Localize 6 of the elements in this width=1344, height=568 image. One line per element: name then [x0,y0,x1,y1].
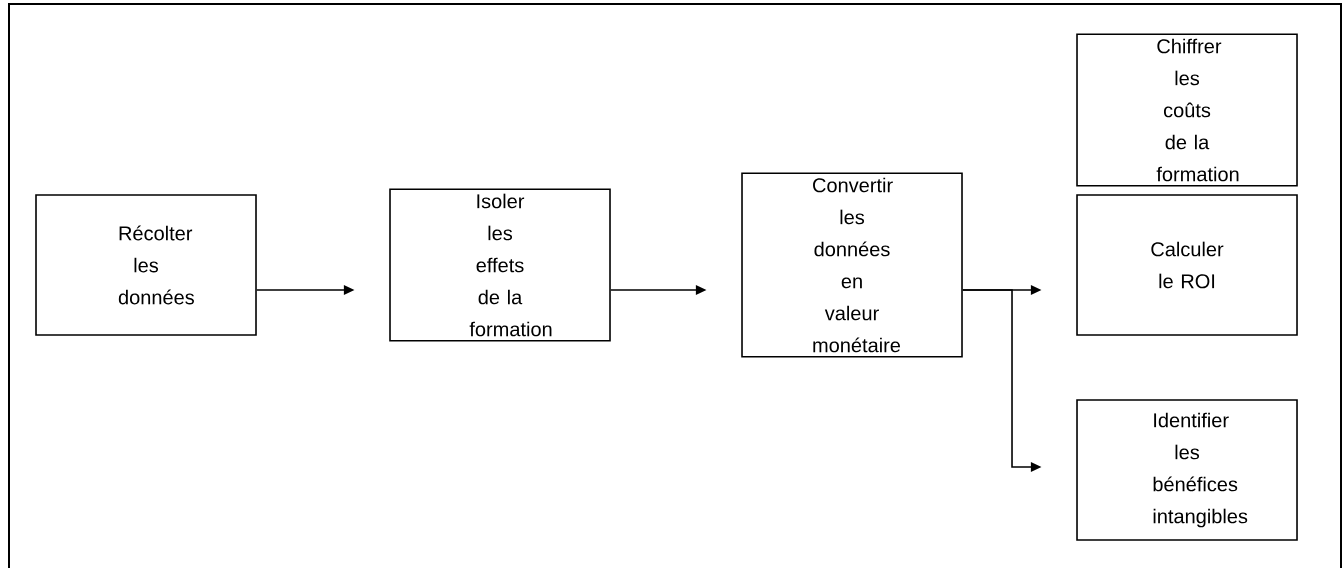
process-box: Convertir les données en valeur monétaire [741,172,963,358]
process-box: Isoler les effets de la formation [389,188,611,342]
process-box: Identifier les bénéfices intangibles [1076,399,1298,541]
process-box: Chiffrer les coûts de la formation [1076,33,1298,187]
process-box: Calculer le ROI [1076,194,1298,336]
process-box: Récolter les données [35,194,257,336]
